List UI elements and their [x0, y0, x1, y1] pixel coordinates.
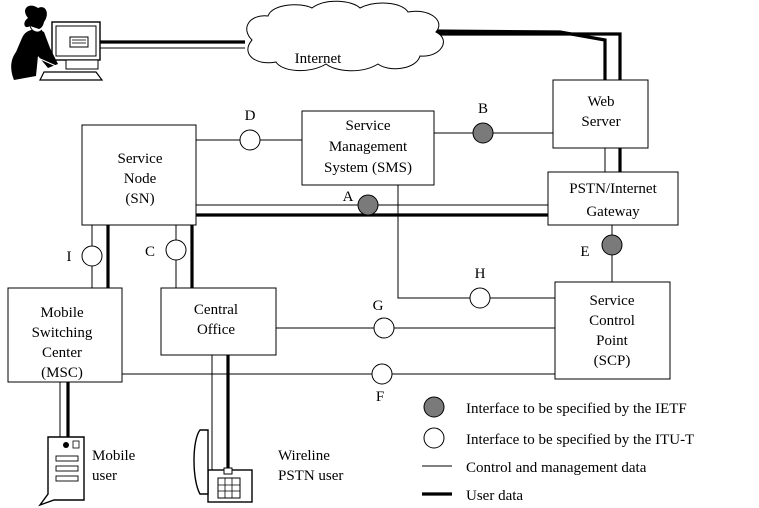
gateway-node — [547, 171, 679, 226]
msc-label-1: Mobile — [40, 305, 84, 321]
interface-g-marker — [373, 317, 395, 339]
sn-label-3: (SN) — [125, 191, 154, 207]
interface-g-label: G — [373, 298, 384, 314]
interface-f-marker — [371, 363, 393, 385]
sms-label-2: Management — [329, 139, 408, 155]
internet-cloud — [246, 0, 444, 72]
interface-d-label: D — [245, 108, 256, 124]
gateway-label-1: PSTN/Internet — [569, 181, 657, 197]
msc-label-4: (MSC) — [41, 365, 83, 381]
wireline-user-label-1: Wireline — [278, 448, 330, 464]
scp-label-2: Control — [589, 313, 635, 329]
web-server-node — [552, 79, 649, 149]
scp-label-3: Point — [596, 333, 629, 349]
sn-label-1: Service — [118, 151, 163, 167]
interface-e-marker — [601, 234, 623, 256]
central-office-label-1: Central — [194, 302, 238, 318]
legend-control-label: Control and management data — [466, 460, 647, 476]
interface-d-marker — [239, 129, 261, 151]
msc-label-2: Switching — [32, 325, 93, 341]
web-server-label-1: Web — [587, 94, 614, 110]
interface-c-marker — [165, 239, 187, 261]
msc-label-3: Center — [42, 345, 82, 361]
legend-ietf-label: Interface to be specified by the IETF — [466, 401, 687, 417]
internet-label: Internet — [295, 51, 342, 67]
web-server-label-2: Server — [581, 114, 620, 130]
scp-label-4: (SCP) — [594, 353, 631, 369]
interface-b-marker — [472, 122, 494, 144]
wireline-phone-icon — [193, 429, 253, 503]
mobile-user-label-2: user — [92, 468, 117, 484]
internet-user-icon — [11, 5, 104, 81]
central-office-node — [160, 287, 277, 356]
mobile-phone-icon — [38, 436, 85, 507]
interface-a-marker — [357, 194, 379, 216]
msc-node — [7, 287, 123, 383]
sms-node — [301, 110, 435, 186]
sms-label-1: Service — [346, 118, 391, 134]
central-office-label-2: Office — [197, 322, 235, 338]
service-node-node — [81, 124, 197, 226]
interface-h-label: H — [475, 266, 486, 282]
legend-itut-label: Interface to be specified by the ITU-T — [466, 432, 694, 448]
scp-node — [554, 281, 671, 380]
gateway-label-2: Gateway — [586, 204, 640, 220]
mobile-user-label-1: Mobile — [92, 448, 136, 464]
interface-a-label: A — [343, 189, 354, 205]
interface-c-label: C — [145, 244, 155, 260]
sms-label-3: System (SMS) — [324, 160, 412, 176]
scp-label-1: Service — [590, 293, 635, 309]
interface-f-label: F — [376, 389, 384, 405]
interface-i-marker — [81, 245, 103, 267]
interface-e-label: E — [580, 244, 589, 260]
sn-label-2: Node — [124, 171, 157, 187]
legend-itut-marker — [423, 427, 445, 449]
wireline-user-label-2: PSTN user — [278, 468, 343, 484]
legend-user-label: User data — [466, 488, 523, 504]
interface-h-marker — [469, 287, 491, 309]
legend-ietf-marker — [423, 396, 445, 418]
legend: Interface to be specified by the IETF In… — [422, 396, 694, 504]
interface-i-label: I — [67, 249, 72, 265]
interface-b-label: B — [478, 101, 488, 117]
